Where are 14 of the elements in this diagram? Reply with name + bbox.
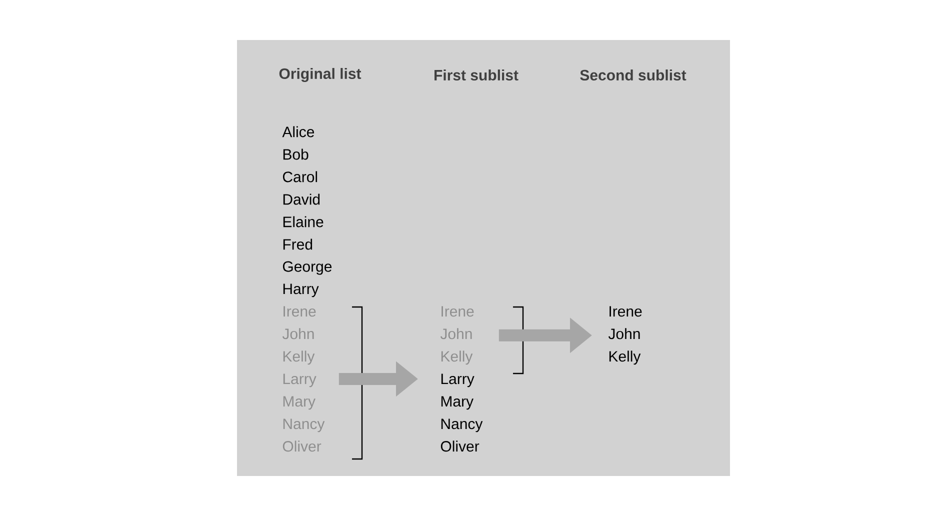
name-list: Irene John Kelly: [608, 306, 642, 365]
name-label: Bob: [283, 148, 308, 160]
name-label: Harry: [283, 284, 319, 298]
name-label: Elaine: [283, 216, 324, 228]
name-label: David: [283, 194, 320, 205]
name-label: Alice: [282, 126, 314, 138]
column-heading: First sublist: [434, 70, 518, 80]
name-list: Irene John Kelly Larry Mary Nancy Oliver: [440, 306, 483, 452]
name-label: Fred: [283, 238, 312, 250]
name-list: Irene John Kelly Larry Mary Nancy Oliver: [282, 306, 325, 452]
column-heading: Original list: [279, 68, 362, 82]
column-heading: Second sublist: [580, 70, 686, 80]
name-label: George: [282, 261, 332, 275]
name-label: Carol: [282, 171, 318, 182]
